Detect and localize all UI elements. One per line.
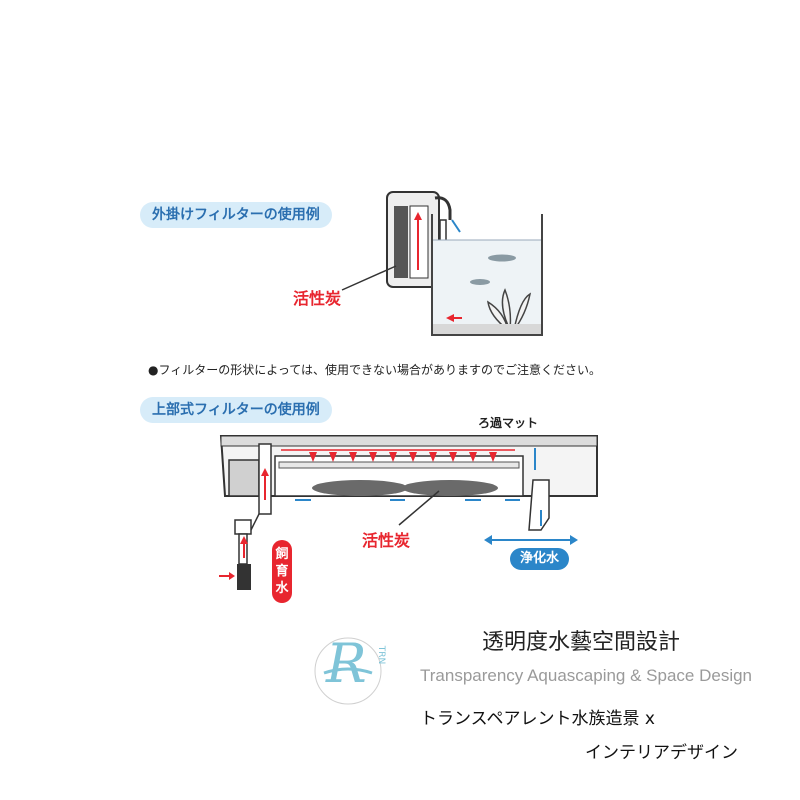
plant-icon [487, 288, 532, 331]
section2-title: 上部式フィルターの使用例 [140, 397, 332, 423]
carbon-bag [402, 480, 498, 496]
inflow-label: 飼育水 [272, 540, 292, 603]
carbon-bag [312, 480, 408, 496]
flow-arrow-icon [309, 452, 497, 462]
usage-note: ●フィルターの形状によっては、使用できない場合がありますのでご注意ください。 [148, 363, 602, 377]
brand-title: 透明度水藝空間設計 [482, 630, 681, 655]
pump [228, 459, 260, 497]
brand-logo [314, 637, 382, 705]
section2-carbon-label: 活性炭 [362, 531, 411, 550]
brand-logo-side-text: TRN [376, 645, 387, 665]
brand-subtitle-jp-1: トランスペアレント水族造景 x [420, 709, 655, 729]
brand-subtitle-jp-2: インテリアデザイン [585, 743, 738, 763]
brand-logo-letter: R [326, 632, 367, 695]
outflow-arrow-icon [484, 535, 578, 545]
outflow-label: 浄化水 [510, 548, 570, 570]
carbon-pointer-line-2 [398, 490, 440, 526]
filter-mat-label: ろ過マット [478, 416, 539, 430]
brand-subtitle-en: Transparency Aquascaping & Space Design [420, 666, 753, 685]
intake-pipe [234, 519, 252, 535]
filter-cartridge [394, 206, 408, 278]
tank [431, 214, 543, 336]
outlet-spout [528, 479, 550, 531]
top-filter-diagram [219, 435, 598, 590]
filter-mat [278, 461, 520, 469]
intake-strainer [237, 564, 251, 590]
hang-on-filter-diagram [386, 191, 543, 336]
carbon-pointer-line [341, 265, 397, 291]
section1-carbon-label: 活性炭 [293, 289, 342, 308]
fish-icon [470, 254, 516, 285]
section1-title: 外掛けフィルターの使用例 [140, 202, 332, 228]
